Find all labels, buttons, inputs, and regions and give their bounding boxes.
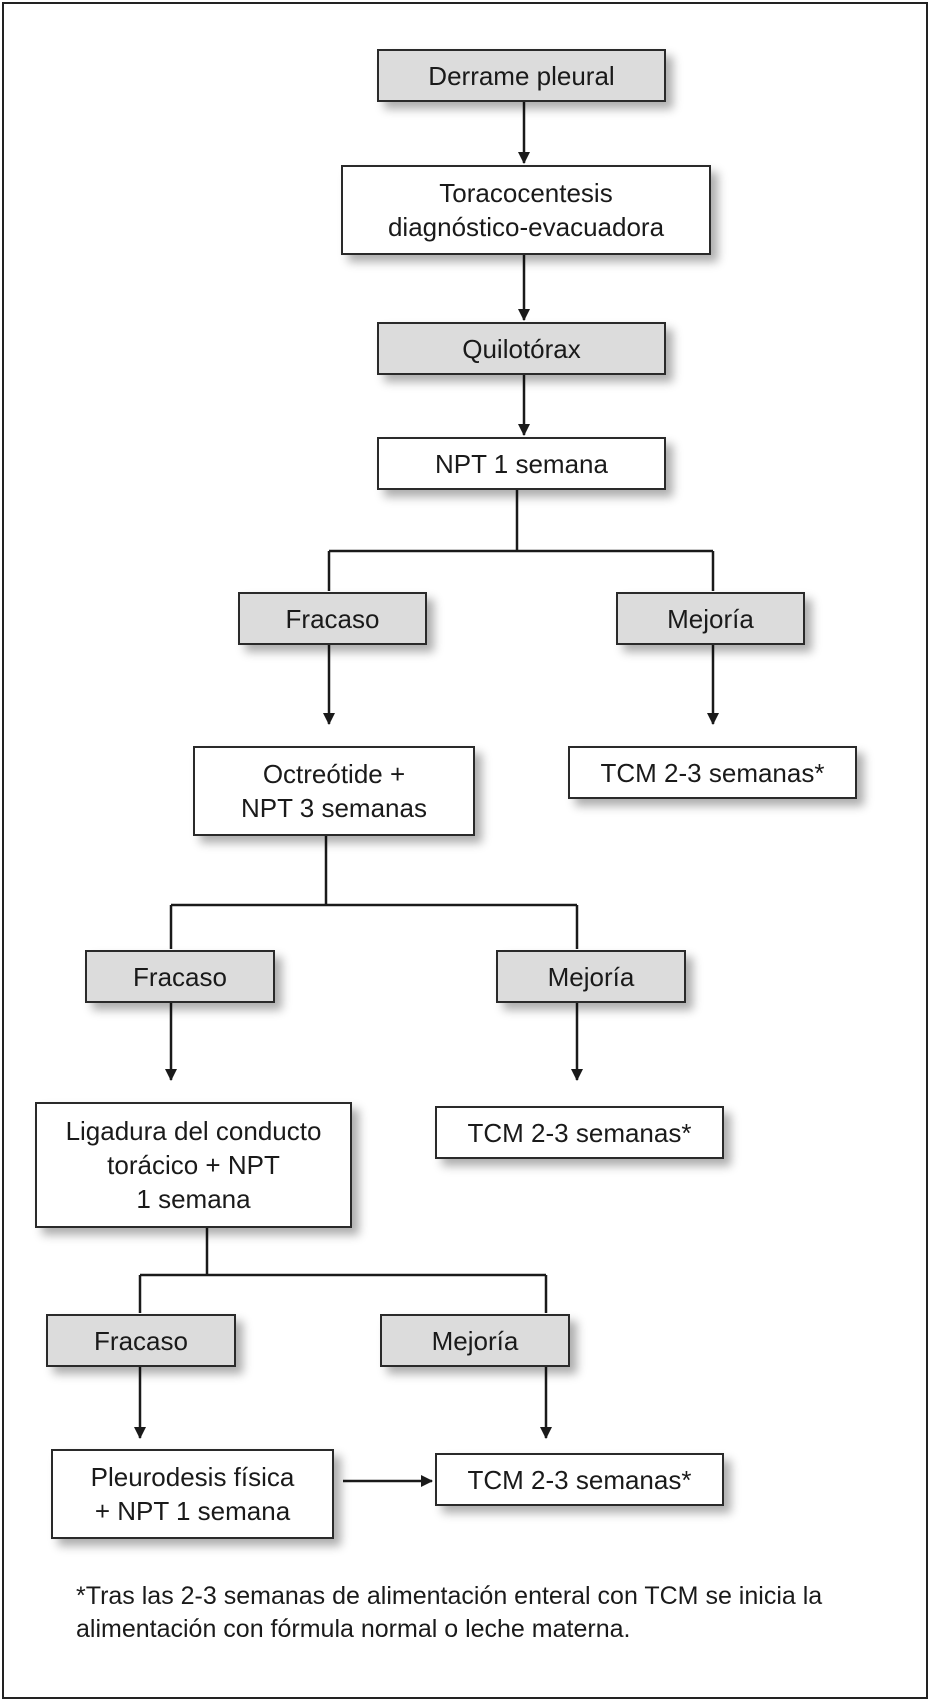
node-tcm-3: TCM 2-3 semanas* xyxy=(435,1453,724,1506)
edge-ligadura-split xyxy=(138,1228,548,1313)
node-fracaso-2: Fracaso xyxy=(85,950,275,1003)
node-ligadura: Ligadura del conducto torácico + NPT 1 s… xyxy=(35,1102,352,1228)
edge-npt1-split xyxy=(327,490,715,591)
node-tcm-2: TCM 2-3 semanas* xyxy=(435,1106,724,1159)
footnote: *Tras las 2-3 semanas de alimentación en… xyxy=(76,1582,823,1643)
node-npt-1-semana: NPT 1 semana xyxy=(377,437,666,490)
node-mejoria-2: Mejoría xyxy=(496,950,686,1003)
node-derrame-pleural: Derrame pleural xyxy=(377,49,666,102)
node-toracocentesis: Toracocentesis diagnóstico-evacuadora xyxy=(341,165,711,255)
node-octreotide: Octreótide + NPT 3 semanas xyxy=(193,746,475,836)
edge-octreotide-split xyxy=(169,835,579,949)
node-fracaso-3: Fracaso xyxy=(46,1314,236,1367)
node-tcm-1: TCM 2-3 semanas* xyxy=(568,746,857,799)
node-pleurodesis: Pleurodesis física + NPT 1 semana xyxy=(51,1449,334,1539)
node-mejoria-1: Mejoría xyxy=(616,592,805,645)
node-mejoria-3: Mejoría xyxy=(380,1314,570,1367)
node-quilotorax: Quilotórax xyxy=(377,322,666,375)
node-fracaso-1: Fracaso xyxy=(238,592,427,645)
